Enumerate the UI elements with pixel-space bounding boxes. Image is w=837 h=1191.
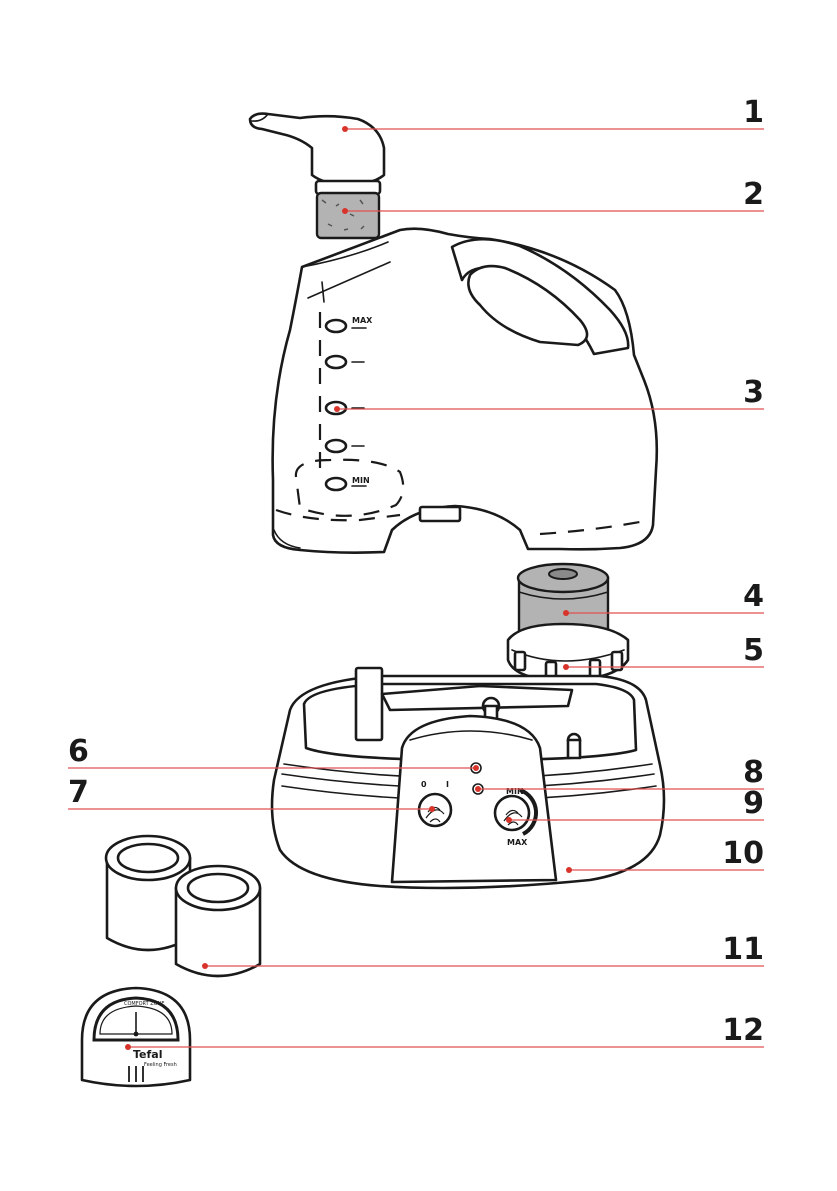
hygrometer-brand: Tefal xyxy=(133,1048,162,1061)
callout-number-3: 3 xyxy=(743,375,764,410)
callout-number-2: 2 xyxy=(743,177,764,212)
hygrometer: COMFORT ZONE Tefal Feeling Fresh xyxy=(82,988,190,1086)
callout-2: 2 xyxy=(342,177,764,214)
callout-number-10: 10 xyxy=(722,836,764,871)
callout-1: 1 xyxy=(342,95,764,132)
filter-cartridge-top xyxy=(316,181,380,238)
callout-number-1: 1 xyxy=(743,95,764,130)
switch-off-label: 0 xyxy=(421,780,427,789)
callout-number-8: 8 xyxy=(743,755,764,790)
base-unit: 0 I MIN MAX xyxy=(272,668,664,888)
callout-number-6: 6 xyxy=(68,734,89,769)
callout-12: 12 xyxy=(125,1013,764,1050)
hygrometer-tagline: Feeling Fresh xyxy=(144,1062,177,1068)
knob-min-label: MIN xyxy=(506,787,524,796)
spare-cartridges xyxy=(106,836,260,976)
callout-number-4: 4 xyxy=(743,579,764,614)
knob-max-label: MAX xyxy=(507,838,528,847)
hygrometer-scale-label: COMFORT ZONE xyxy=(124,1001,165,1007)
tank-max-label: MAX xyxy=(352,316,373,325)
callout-number-5: 5 xyxy=(743,633,764,668)
water-tank xyxy=(273,229,657,553)
nozzle xyxy=(250,114,384,185)
callout-11: 11 xyxy=(202,932,764,969)
callout-number-7: 7 xyxy=(68,775,89,810)
callout-number-12: 12 xyxy=(722,1013,764,1048)
switch-on-label: I xyxy=(446,780,449,789)
callout-number-11: 11 xyxy=(722,932,764,967)
callout-number-9: 9 xyxy=(743,786,764,821)
tank-min-label: MIN xyxy=(352,476,370,485)
